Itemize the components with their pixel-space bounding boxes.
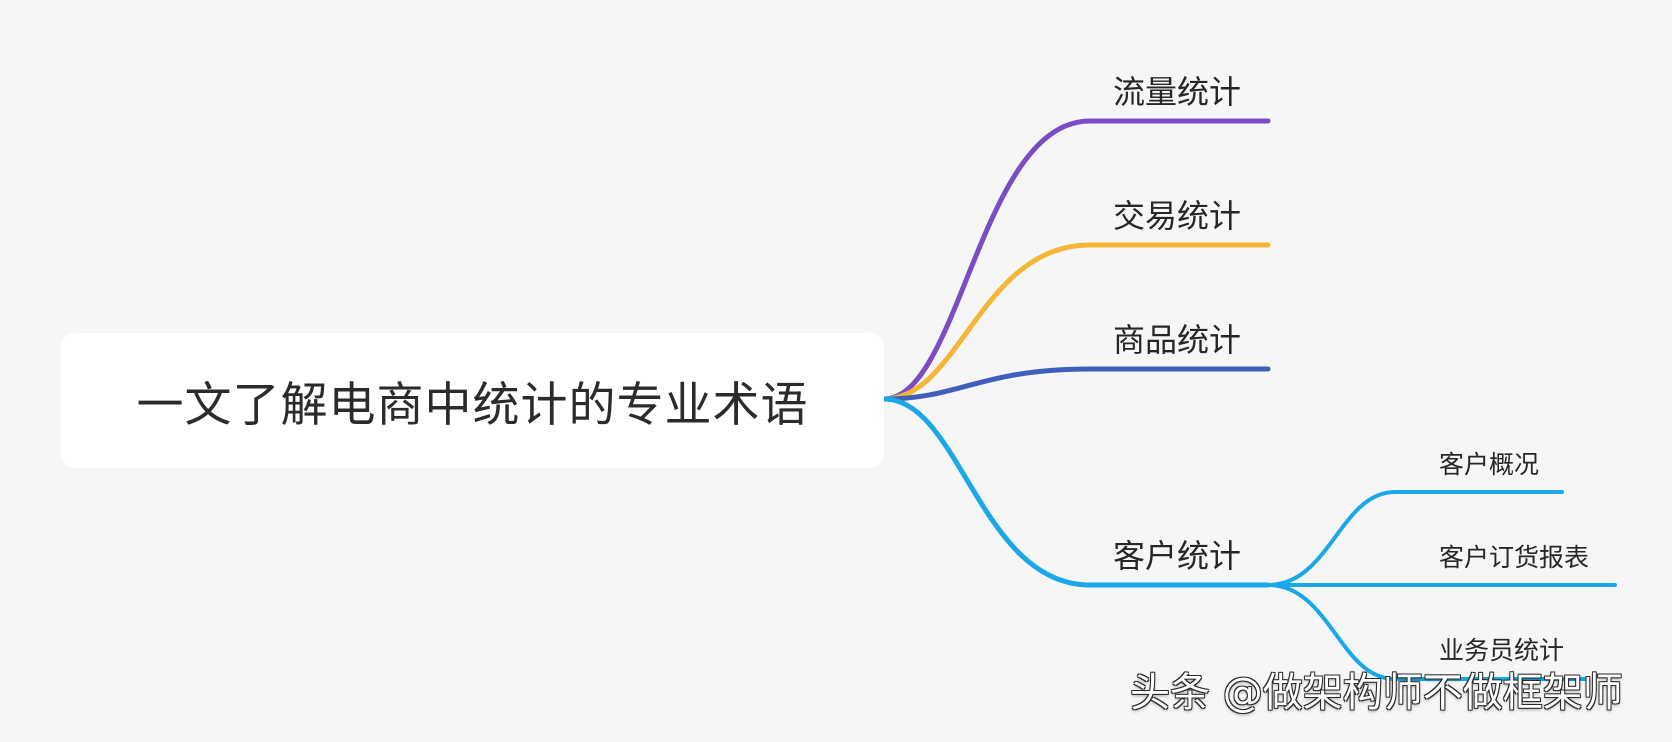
topic-transaction-stats[interactable]: 交易统计: [1113, 197, 1242, 235]
subtopic-salesperson-stats[interactable]: 业务员统计: [1439, 636, 1565, 665]
topic-traffic-stats[interactable]: 流量统计: [1113, 73, 1242, 111]
watermark: 头条 @做架构师不做框架师: [1130, 670, 1623, 716]
connector-customer: [881, 396, 1271, 588]
root-label: 一文了解电商中统计的专业术语: [136, 378, 809, 433]
connector-transaction: [881, 242, 1271, 402]
topic-customer-stats[interactable]: 客户统计: [1113, 537, 1242, 575]
subtopic-customer-overview[interactable]: 客户概况: [1439, 450, 1540, 479]
connector-customer-overview: [1266, 490, 1564, 587]
subtopic-customer-order-report[interactable]: 客户订货报表: [1439, 543, 1590, 572]
topic-product-stats[interactable]: 商品统计: [1113, 321, 1242, 359]
root-node[interactable]: 一文了解电商中统计的专业术语: [61, 333, 884, 468]
connector-salesperson: [1266, 583, 1590, 681]
connector-product: [881, 366, 1271, 402]
connector-traffic: [881, 118, 1271, 402]
